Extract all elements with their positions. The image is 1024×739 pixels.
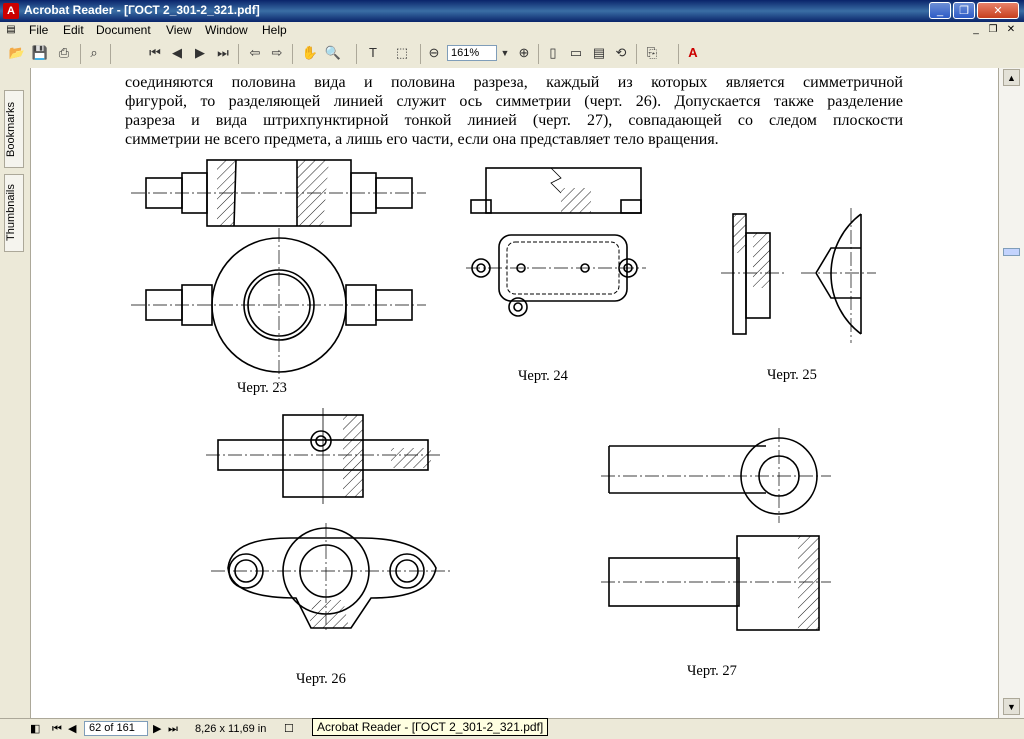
fig23-section-view: [131, 159, 426, 227]
caption-fig27: Черт. 27: [687, 663, 737, 679]
scroll-thumb[interactable]: [1003, 248, 1020, 256]
fig27-drawing: [601, 428, 831, 631]
save-icon[interactable]: 💾: [31, 45, 49, 60]
hand-tool-icon[interactable]: ✋: [301, 45, 319, 60]
status-next-page-icon[interactable]: ▶: [153, 723, 162, 735]
actual-size-icon[interactable]: ▯: [549, 45, 557, 60]
menu-file[interactable]: File: [29, 23, 49, 37]
navigation-panel: Bookmarks Thumbnails: [0, 68, 31, 718]
restore-icon: ❐: [959, 5, 969, 17]
scroll-down-icon[interactable]: ▼: [1003, 698, 1020, 715]
menu-edit[interactable]: Edit: [63, 23, 84, 37]
open-icon[interactable]: 📂: [8, 45, 26, 60]
title-bar: A Acrobat Reader - [ГОСТ 2_301-2_321.pdf…: [0, 0, 1024, 22]
rotate-icon[interactable]: ⎘: [646, 45, 658, 60]
menu-bar: ▤ File Edit Document View Window Help _ …: [0, 22, 1024, 40]
zoom-in-icon[interactable]: ⊕: [518, 45, 530, 60]
restore-button[interactable]: ❐: [953, 2, 975, 19]
document-text: соединяются половина вида и половина раз…: [125, 73, 903, 149]
fig26-top-view: [206, 408, 441, 504]
tab-thumbnails[interactable]: Thumbnails: [4, 174, 24, 252]
first-page-icon[interactable]: ⏮: [149, 45, 161, 60]
menu-view[interactable]: View: [166, 23, 192, 37]
caption-fig23: Черт. 23: [237, 380, 287, 396]
next-page-icon[interactable]: ▶: [195, 45, 205, 60]
go-back-icon[interactable]: ⇦: [249, 45, 261, 60]
doc-restore-icon[interactable]: ❐: [988, 24, 998, 35]
menu-window[interactable]: Window: [205, 23, 248, 37]
graphics-select-icon[interactable]: ⬚: [395, 45, 409, 60]
close-icon: ✕: [993, 5, 1003, 17]
print-icon[interactable]: ⎙: [58, 45, 70, 60]
adobe-online-icon[interactable]: A: [688, 45, 698, 60]
zoom-input[interactable]: 161%: [447, 45, 497, 61]
text-line: соединяются половина вида и половина раз…: [125, 74, 903, 91]
adobe-acrobat-icon: A: [3, 3, 19, 19]
window-tooltip: Acrobat Reader - [ГОСТ 2_301-2_321.pdf]: [312, 718, 549, 736]
window-title: Acrobat Reader - [ГОСТ 2_301-2_321.pdf]: [24, 3, 260, 17]
minimize-button[interactable]: _: [929, 2, 951, 19]
status-first-page-icon[interactable]: ⏮: [52, 723, 62, 735]
caption-fig25: Черт. 25: [767, 367, 817, 383]
doc-minimize-icon[interactable]: _: [973, 24, 979, 35]
status-previous-page-icon[interactable]: ◀: [68, 723, 77, 735]
scroll-up-icon[interactable]: ▲: [1003, 69, 1020, 86]
text-line: разреза и вида штрихпунктирной тонкой ли…: [125, 112, 903, 129]
page-number-field[interactable]: 62 of 161: [84, 721, 148, 736]
page-size-label: 8,26 x 11,69 in: [195, 723, 267, 735]
tab-bookmarks[interactable]: Bookmarks: [4, 90, 24, 168]
close-button[interactable]: ✕: [977, 2, 1019, 19]
vertical-scrollbar[interactable]: ▲ ▼: [998, 68, 1024, 718]
caption-fig24: Черт. 24: [518, 368, 568, 384]
fig23-front-view: [131, 228, 426, 383]
text-line: фигурой, то разделяющей линией служит ос…: [125, 93, 903, 110]
minimize-icon: _: [936, 5, 944, 17]
text-select-icon[interactable]: T: [369, 45, 377, 60]
toolbar: 📂 💾 ⎙ ⌕ ⏮ ◀ ▶ ⏭ ⇦ ⇨ ✋ 🔍 T ⬚ ⊖ 161% ▼ ⊕ ▯…: [0, 40, 1024, 69]
last-page-icon[interactable]: ⏭: [217, 45, 229, 60]
fig25-drawing: [721, 208, 876, 343]
zoom-dropdown-icon[interactable]: ▼: [500, 48, 510, 58]
fig24-drawing: [466, 167, 646, 317]
find-icon[interactable]: ⌕: [90, 45, 98, 60]
document-view[interactable]: соединяются половина вида и половина раз…: [31, 68, 998, 718]
nav-toggle-icon[interactable]: ◧: [30, 723, 41, 735]
previous-page-icon[interactable]: ◀: [172, 45, 182, 60]
document-icon[interactable]: ▤: [6, 24, 16, 35]
fit-page-icon[interactable]: ▭: [569, 45, 583, 60]
doc-close-icon[interactable]: ✕: [1006, 24, 1016, 35]
menu-document[interactable]: Document: [96, 23, 151, 37]
technical-drawings: [131, 159, 876, 633]
go-forward-icon[interactable]: ⇨: [271, 45, 283, 60]
caption-fig26: Черт. 26: [296, 671, 346, 687]
reflow-icon[interactable]: ⟲: [615, 45, 627, 60]
zoom-out-icon[interactable]: ⊖: [428, 45, 440, 60]
zoom-tool-icon[interactable]: 🔍: [324, 45, 342, 60]
fit-width-icon[interactable]: ▤: [592, 45, 606, 60]
page-layout-icon[interactable]: ☐: [284, 723, 294, 735]
fig26-front-view: [211, 523, 451, 633]
status-last-page-icon[interactable]: ⏭: [168, 723, 178, 735]
menu-help[interactable]: Help: [262, 23, 287, 37]
text-line: симметрии не всего предмета, а лишь его …: [125, 131, 719, 148]
